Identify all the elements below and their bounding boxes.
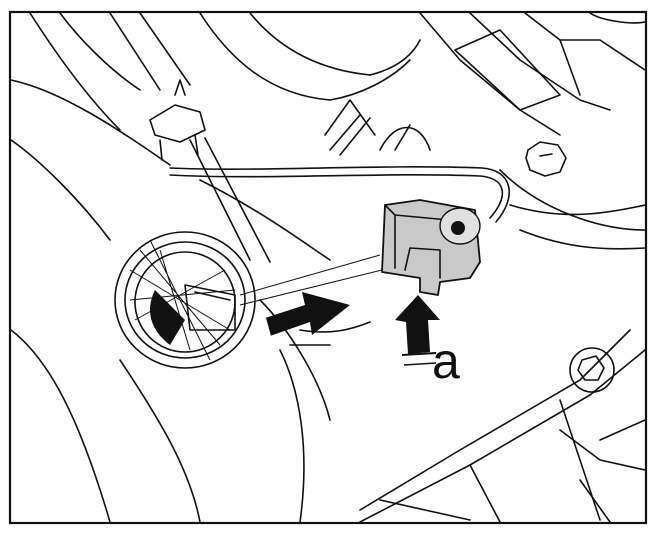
leader-line-upper	[239, 254, 381, 296]
frame-border	[8, 10, 648, 525]
sensor-cable	[169, 174, 504, 219]
push-arrow	[264, 292, 350, 337]
sensor-port	[114, 231, 256, 369]
engine-background	[11, 13, 645, 522]
sensor-cable-edge	[169, 166, 511, 223]
sensor-connector	[381, 199, 481, 296]
upward-arrow	[395, 295, 440, 366]
callout-label-a: a	[432, 333, 460, 389]
leader-line-lower	[239, 269, 383, 306]
